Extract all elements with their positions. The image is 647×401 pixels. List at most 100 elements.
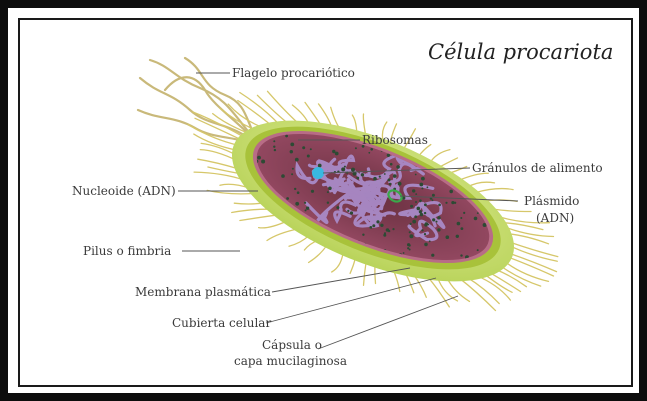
pilus xyxy=(267,229,298,241)
ribosome xyxy=(351,168,355,172)
ribosome xyxy=(451,201,454,204)
ribosome xyxy=(424,233,426,235)
ribosome xyxy=(386,228,390,232)
ribosome xyxy=(412,220,416,224)
ribosome xyxy=(436,221,438,223)
ribosome xyxy=(409,231,411,233)
ribosome xyxy=(372,224,375,227)
ribosome xyxy=(261,160,265,164)
ribosome xyxy=(415,193,417,195)
ribosome xyxy=(445,202,447,204)
ribosome xyxy=(419,199,422,202)
ribosome xyxy=(432,199,434,201)
ribosome xyxy=(410,223,412,225)
ribosome xyxy=(341,167,345,171)
ribosome xyxy=(310,148,312,150)
ribosome xyxy=(414,215,417,218)
ribosome xyxy=(384,232,386,234)
ribosome xyxy=(398,182,402,186)
ribosome xyxy=(420,213,423,216)
ribosome xyxy=(285,135,288,138)
ribosome xyxy=(461,227,464,230)
ribosome xyxy=(389,183,392,186)
ribosome xyxy=(368,152,370,154)
ribosome xyxy=(328,187,332,191)
ribosome xyxy=(294,188,296,190)
ribosome xyxy=(410,205,413,208)
pilus xyxy=(200,150,237,161)
ribosome xyxy=(407,247,409,249)
ribosome xyxy=(390,163,393,166)
pilus xyxy=(309,245,328,263)
ribosome xyxy=(419,183,423,187)
ribosome xyxy=(388,179,391,182)
label-capsule: Cápsula o xyxy=(262,338,322,352)
ribosome xyxy=(393,174,397,178)
diagram-title: Célula procariota xyxy=(428,40,613,64)
ribosome xyxy=(295,158,299,162)
label-nucleoid: Nucleoide (ADN) xyxy=(72,184,176,198)
ribosome xyxy=(415,201,417,203)
ribosome xyxy=(380,224,383,227)
ribosome xyxy=(477,212,479,214)
pilus xyxy=(240,215,278,221)
ribosome xyxy=(286,197,289,200)
ribosome xyxy=(460,217,462,219)
label-ribosomes: Ribosomas xyxy=(362,133,428,147)
ribosome xyxy=(437,228,440,231)
ribosome xyxy=(424,212,426,214)
ribosome xyxy=(387,154,390,157)
ribosome xyxy=(295,202,299,206)
pilus xyxy=(509,246,557,262)
ribosome xyxy=(311,190,314,193)
ribosome xyxy=(355,147,357,149)
ribosome xyxy=(409,234,413,238)
ribosome xyxy=(384,173,386,175)
label-pilus: Pilus o fimbria xyxy=(83,244,171,258)
label-plasma-membrane: Membrana plasmática xyxy=(135,285,271,299)
ribosome xyxy=(421,177,425,181)
ribosome xyxy=(457,222,461,226)
ribosome xyxy=(429,240,431,242)
label-food-granules: Gránulos de alimento xyxy=(472,161,603,175)
ribosome xyxy=(307,155,310,158)
ribosome xyxy=(281,174,285,178)
ribosome xyxy=(408,244,410,246)
pilus xyxy=(507,257,554,276)
ribosome xyxy=(417,207,421,211)
ribosome xyxy=(274,149,276,151)
ribosome xyxy=(361,173,364,176)
ribosome xyxy=(273,140,275,142)
ribosome xyxy=(257,156,261,160)
ribosome xyxy=(412,189,415,192)
ribosome xyxy=(460,254,462,256)
label-flagellum: Flagelo procariótico xyxy=(232,66,355,80)
pilus xyxy=(232,209,272,212)
ribosome xyxy=(432,194,435,197)
pilus xyxy=(475,189,513,193)
ribosome xyxy=(446,235,450,239)
pilus xyxy=(364,261,367,285)
ribosome xyxy=(477,249,479,251)
ribosome xyxy=(305,209,307,211)
ribosome xyxy=(350,211,353,214)
label-capsule-2: capa mucilaginosa xyxy=(234,354,347,368)
ribosome xyxy=(403,252,405,254)
ribosome xyxy=(290,150,293,153)
pilus xyxy=(332,252,344,272)
ribosome xyxy=(474,217,478,221)
ribosome xyxy=(304,202,306,204)
ribosome xyxy=(297,191,300,194)
ribosome xyxy=(421,187,423,189)
ribosome xyxy=(449,190,453,194)
ribosome xyxy=(392,228,394,230)
ribosome xyxy=(431,254,434,257)
ribosome xyxy=(318,164,322,168)
pilus xyxy=(447,278,470,302)
ribosome xyxy=(344,166,346,168)
ribosome xyxy=(419,210,422,213)
ribosome xyxy=(427,224,429,226)
ribosome xyxy=(335,152,339,156)
ribosome xyxy=(292,168,294,170)
ribosome xyxy=(373,177,377,181)
